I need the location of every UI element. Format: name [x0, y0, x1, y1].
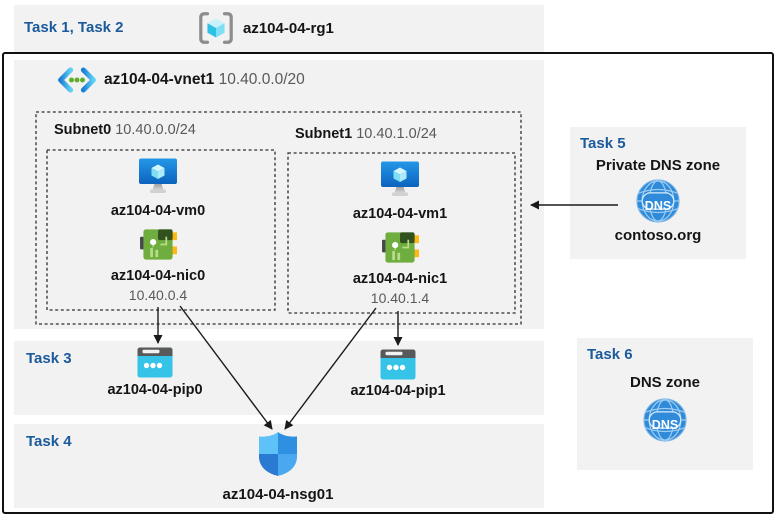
pip0-name: az104-04-pip0	[107, 382, 203, 398]
nic0-name: az104-04-nic0	[110, 268, 206, 284]
vm0-name: az104-04-vm0	[110, 203, 206, 219]
subnet1-label: Subnet1 10.40.1.0/24	[295, 126, 437, 142]
virtual-network-icon	[56, 67, 98, 93]
vm1-icon	[380, 161, 420, 199]
nic1-ip: 10.40.1.4	[370, 290, 430, 306]
subnet0-name: Subnet0	[54, 122, 112, 138]
dns-zone-icon-text: DNS	[652, 418, 678, 432]
vnet-name: az104-04-vnet1	[104, 71, 215, 88]
public-ip-band	[14, 341, 544, 415]
diagram-outer-border	[2, 52, 774, 514]
task12-label: Task 1, Task 2	[24, 19, 124, 36]
dns-zone-title: DNS zone	[629, 374, 700, 391]
nic1-icon	[382, 230, 419, 265]
task6-label: Task 6	[587, 346, 633, 363]
pip0-icon	[137, 347, 173, 378]
private-dns-zone-name: contoso.org	[614, 227, 702, 244]
dns-zone-box: Task 6 DNS zone DNS	[577, 338, 753, 470]
private-dns-icon-text: DNS	[645, 199, 671, 213]
nic0-icon	[140, 227, 177, 262]
nic0-ip: 10.40.0.4	[128, 287, 188, 303]
nsg-name: az104-04-nsg01	[222, 486, 334, 503]
nsg-icon	[257, 431, 299, 477]
private-dns-title: Private DNS zone	[595, 157, 721, 174]
resource-group-name: az104-04-rg1	[243, 20, 334, 37]
vm1-name: az104-04-vm1	[352, 206, 448, 222]
subnet0-cidr: 10.40.0.0/24	[115, 122, 196, 138]
private-dns-icon: DNS	[636, 179, 680, 223]
subnet1-cidr: 10.40.1.0/24	[356, 126, 437, 142]
pip1-name: az104-04-pip1	[350, 383, 446, 399]
subnet0-label: Subnet0 10.40.0.0/24	[54, 122, 196, 138]
task4-label: Task 4	[26, 433, 72, 450]
task5-label: Task 5	[580, 135, 626, 152]
nic1-name: az104-04-nic1	[352, 271, 448, 287]
vnet-title: az104-04-vnet1 10.40.0.0/20	[104, 71, 305, 89]
resource-group-band: Task 1, Task 2 az104-04-rg1	[14, 5, 544, 52]
pip1-icon	[380, 349, 416, 380]
dns-zone-icon: DNS	[643, 398, 687, 442]
vm0-icon	[138, 158, 178, 196]
task3-label: Task 3	[26, 350, 72, 367]
vnet-cidr: 10.40.0.0/20	[218, 71, 305, 88]
private-dns-box: Task 5 Private DNS zone DNS contoso.org	[570, 127, 746, 259]
subnet1-name: Subnet1	[295, 126, 353, 142]
resource-group-icon	[197, 10, 235, 46]
